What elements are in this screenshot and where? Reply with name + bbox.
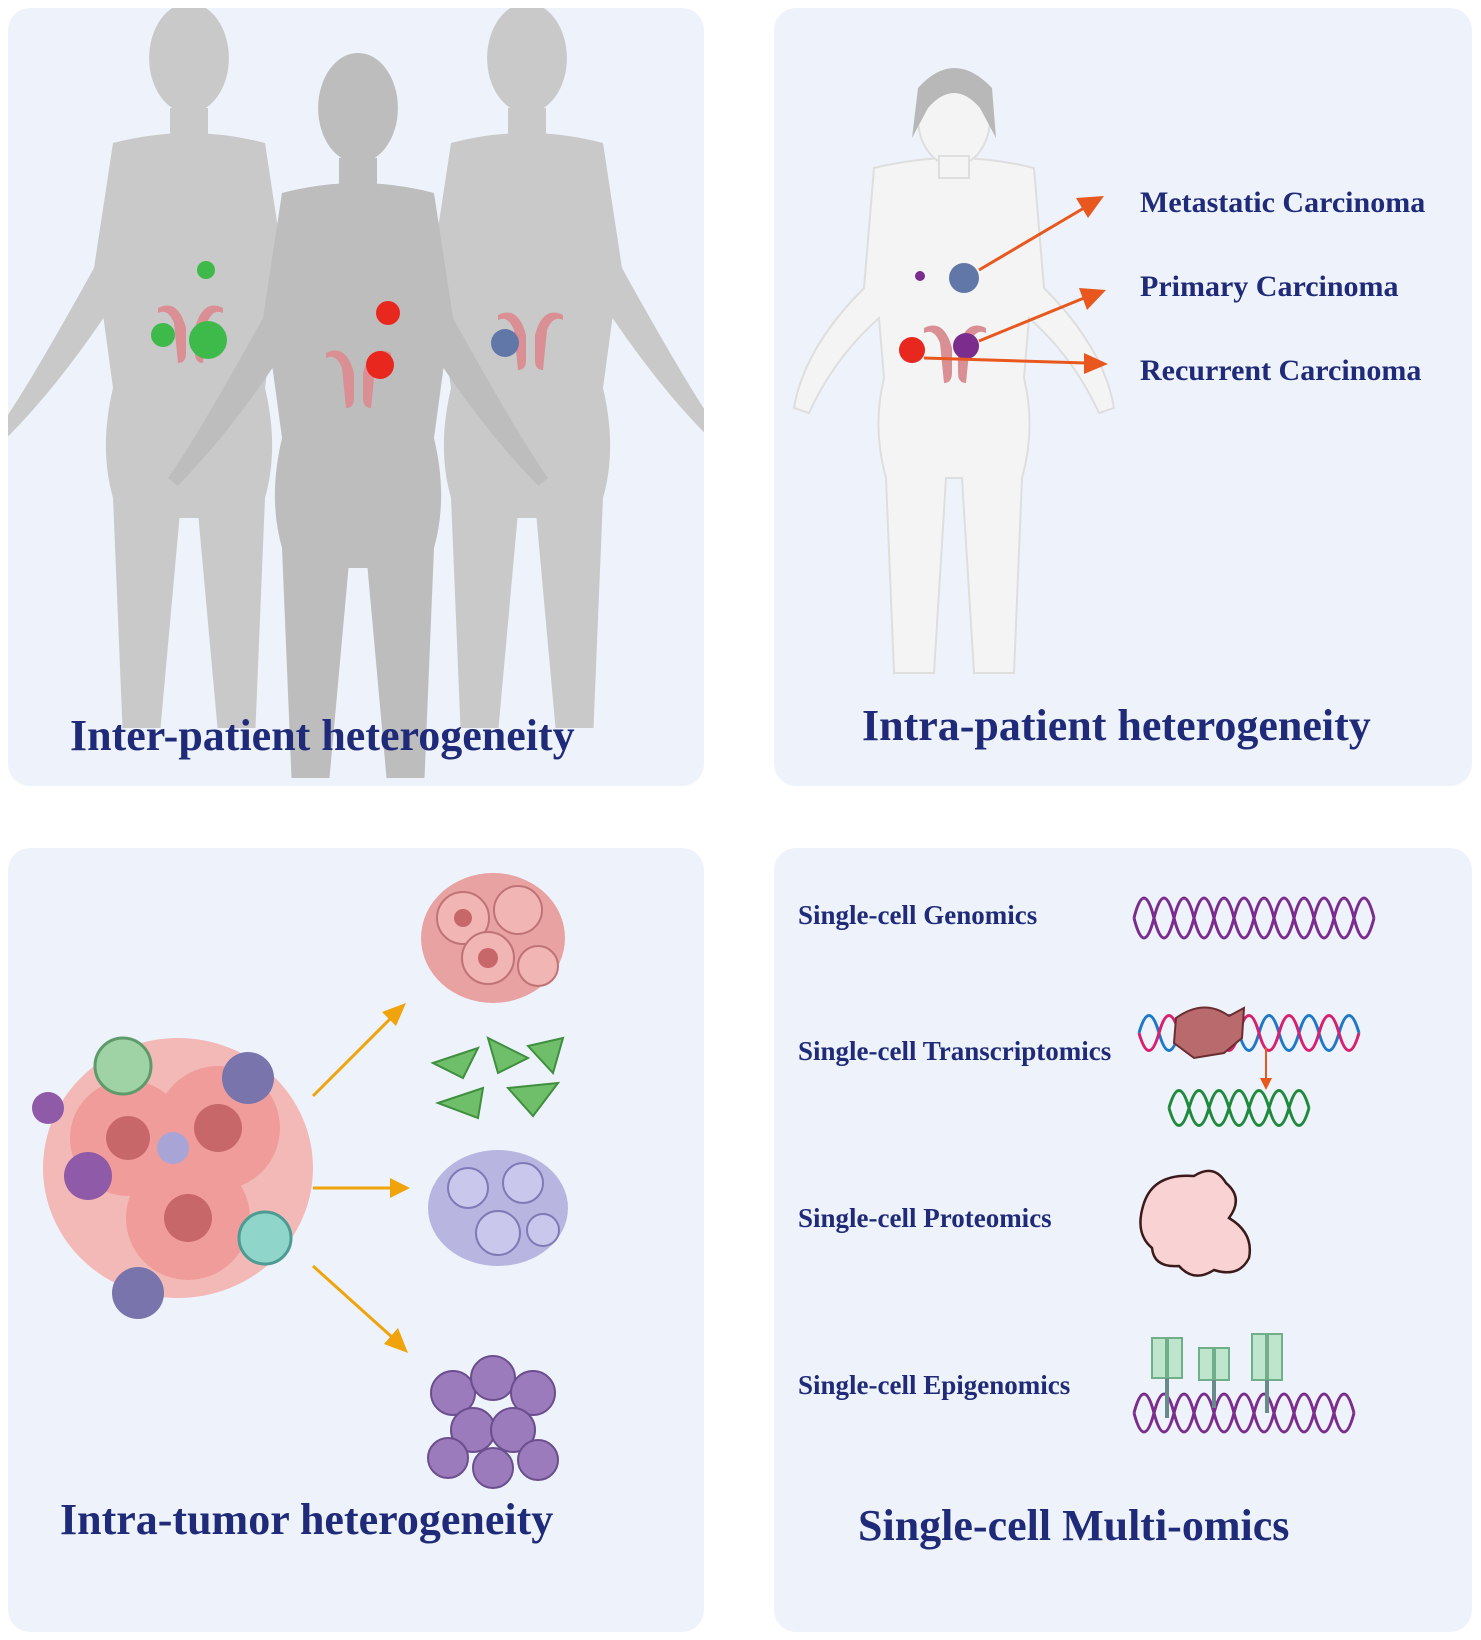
tumor-green-metastasis [197,261,215,279]
intra-tumor-title: Intra-tumor heterogeneity [60,1495,554,1544]
fibroblast-cluster [426,1026,566,1126]
intra-tumor-panel: Intra-tumor heterogeneity [8,848,704,1632]
tumor-green-large [189,321,227,359]
immune-cell-cluster [428,1150,568,1266]
uterus-center [326,301,400,408]
genomics-dna [1132,896,1376,940]
primary-carcinoma-label: Primary Carcinoma [1140,270,1399,303]
intra-patient-title: Intra-patient heterogeneity [862,701,1371,750]
patient-body [792,69,1116,674]
recurrent-carcinoma-label: Recurrent Carcinoma [1140,354,1422,387]
multi-omics-panel: Single-cell Genomics Single-cell Transcr… [774,848,1472,1632]
multi-omics-title: Single-cell Multi-omics [858,1501,1290,1550]
transcriptomics-dna [1137,1006,1361,1127]
inter-patient-panel: Inter-patient heterogeneity [8,8,704,786]
omics-illustrations [1132,896,1376,1434]
three-patient-silhouettes [8,8,704,778]
cancer-cell-cluster [421,873,565,1003]
patient-hair [912,68,996,138]
tumor-mass [32,1036,313,1319]
epigenomics-label: Single-cell Epigenomics [798,1370,1071,1400]
branch-arrows [311,1003,410,1353]
tumor-blue-ovary [491,329,519,357]
tumor-green-small [151,323,175,347]
pointer-arrows [923,196,1108,374]
intra-patient-panel: Metastatic Carcinoma Primary Carcinoma R… [774,8,1472,786]
epigenomics-illustration [1132,1333,1356,1434]
inter-patient-title: Inter-patient heterogeneity [70,711,575,760]
protein-shape [1139,1169,1252,1277]
transcriptomics-label: Single-cell Transcriptomics [798,1036,1112,1066]
tumor-microenvironment-illustration [32,873,568,1489]
single-patient-illustration [792,68,1116,674]
tumor-red-metastasis [376,301,400,325]
tumor-red-ovary [366,351,394,379]
recurrent-tumor [899,337,925,363]
metastatic-tumor [949,263,979,293]
primary-tumor [953,333,979,359]
uterus-right [491,312,563,370]
metastatic-carcinoma-label: Metastatic Carcinoma [1140,186,1426,219]
rna-polymerase [1172,1006,1246,1060]
small-metastasis [915,271,925,281]
genomics-label: Single-cell Genomics [798,900,1038,930]
proteomics-label: Single-cell Proteomics [798,1203,1052,1233]
uterus-left [151,261,227,363]
purple-cell-cluster [427,1355,559,1489]
